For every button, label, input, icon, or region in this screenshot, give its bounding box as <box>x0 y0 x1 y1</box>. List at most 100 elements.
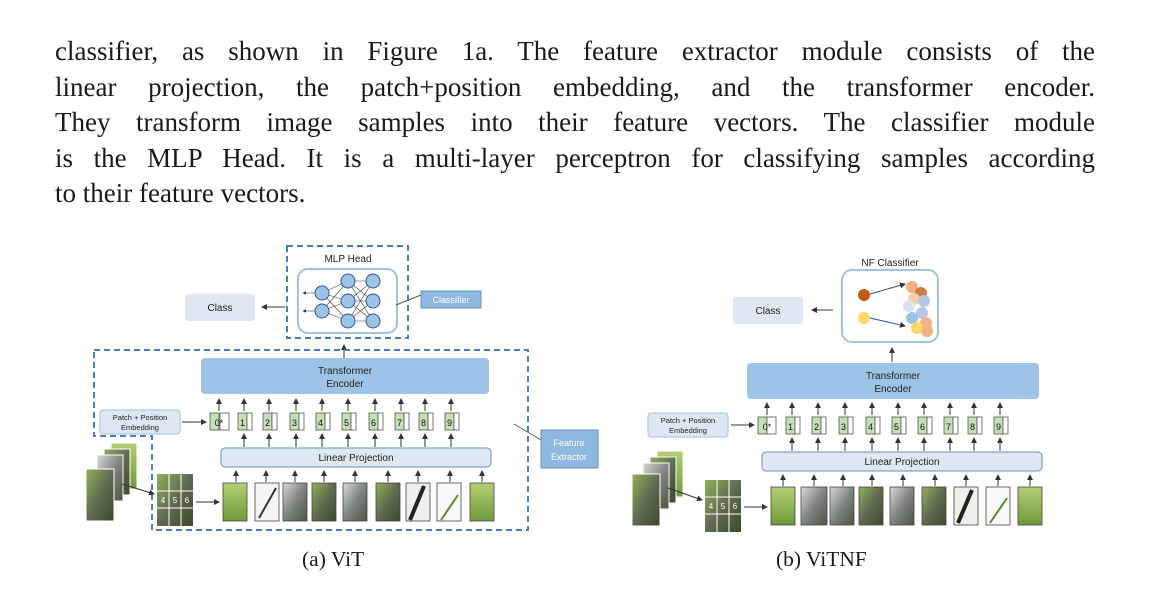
token-label: 4 <box>318 418 323 428</box>
paragraph-line: They transform image samples into their … <box>55 107 1095 137</box>
token-4: 4 <box>315 412 331 431</box>
transformer-encoder-box <box>747 363 1039 399</box>
token-label: 5 <box>894 422 899 432</box>
token-label: 5 <box>344 418 349 428</box>
caption-vitnf: (b) ViTNF <box>776 547 867 571</box>
nf-points-icon <box>858 281 933 337</box>
token-label: 0* <box>215 418 224 428</box>
patch-row <box>780 474 1033 486</box>
class-label: Class <box>207 303 232 314</box>
patch-row <box>233 470 485 482</box>
feature-extractor-label-line1: Feature <box>553 438 584 448</box>
token-8: 8 <box>967 416 983 435</box>
paragraph-line: to their feature vectors. <box>55 178 306 208</box>
token-row: 0* 1 2 3 4 5 6 7 8 9 <box>209 412 460 431</box>
paragraph-line: classifier, as shown in Figure 1a. The f… <box>55 36 1095 66</box>
paragraph-line: linear projection, the patch+position em… <box>55 71 1095 102</box>
token-label: 6 <box>371 418 376 428</box>
token-label: 1 <box>788 422 793 432</box>
class-box <box>733 297 803 324</box>
token-5: 5 <box>891 416 907 435</box>
token-2: 2 <box>262 412 278 431</box>
class-box <box>185 294 255 321</box>
token-3: 3 <box>838 416 854 435</box>
token-0: 0* <box>757 416 777 435</box>
token-8: 8 <box>418 412 434 431</box>
body-paragraph: classifier, as shown in Figure 1a. The f… <box>55 34 1095 212</box>
embedding-box <box>99 409 181 435</box>
bird-image-stack <box>85 442 138 522</box>
embedding-box <box>647 412 729 438</box>
token-row: 0* 1 2 3 4 5 6 7 8 9 <box>757 416 1009 435</box>
token-6: 6 <box>917 416 933 435</box>
linear-projection-label: Linear Projection <box>318 453 393 464</box>
token-7: 7 <box>394 412 410 431</box>
grid-label: 5 <box>721 502 726 511</box>
feature-extractor-leader-line <box>513 423 542 441</box>
embedding-label-line1: Patch + Position <box>661 416 715 425</box>
token-label: 9 <box>447 418 452 428</box>
token-label: 8 <box>970 422 975 432</box>
feature-extractor-tag <box>540 429 599 469</box>
linear-projection-box <box>761 451 1043 472</box>
token-label: 9 <box>996 422 1001 432</box>
grid-label: 6 <box>733 502 738 511</box>
paragraph-line: is the MLP Head. It is a multi-layer per… <box>55 142 1095 173</box>
token-label: 4 <box>868 422 873 432</box>
token-0: 0* <box>209 412 230 431</box>
mlp-head-title: MLP Head <box>324 254 371 265</box>
patch-grid: 4 5 6 <box>705 480 741 532</box>
token-arrows-up <box>764 402 1003 451</box>
token-1: 1 <box>237 412 253 431</box>
nf-classifier-title: NF Classifier <box>861 258 919 269</box>
token-3: 3 <box>289 412 305 431</box>
token-7: 7 <box>943 416 959 435</box>
embedding-label-line1: Patch + Position <box>113 413 167 422</box>
embedding-label-line2: Embedding <box>669 426 707 435</box>
classifier-tag <box>420 290 482 309</box>
classifier-tag-label: Classifier <box>432 295 469 305</box>
token-label: 6 <box>920 422 925 432</box>
image-patches <box>222 482 495 522</box>
token-label: 7 <box>946 422 951 432</box>
token-label: 2 <box>814 422 819 432</box>
token-label: 3 <box>292 418 297 428</box>
token-6: 6 <box>368 412 384 431</box>
classifier-leader-line <box>395 294 422 306</box>
caption-vit: (a) ViT <box>302 547 365 571</box>
token-label: 8 <box>421 418 426 428</box>
token-label: 7 <box>397 418 402 428</box>
patch-grid: 4 5 6 <box>157 474 193 526</box>
feature-extractor-label-line2: Extractor <box>551 452 587 462</box>
token-label: 1 <box>240 418 245 428</box>
grid-label: 6 <box>185 496 190 505</box>
grid-label: 5 <box>173 496 178 505</box>
transformer-label-line1: Transformer <box>318 366 373 377</box>
feature-extractor-dashed-frame <box>93 349 529 531</box>
grid-label: 4 <box>161 496 166 505</box>
bird-image-stack <box>631 450 684 527</box>
linear-projection-box <box>220 447 492 468</box>
token-9: 9 <box>444 412 460 431</box>
image-to-grid-arrow <box>667 487 703 502</box>
image-patches <box>770 486 1043 526</box>
token-label: 3 <box>841 422 846 432</box>
grid-label: 4 <box>709 502 714 511</box>
class-label: Class <box>755 306 780 317</box>
token-9: 9 <box>993 416 1009 435</box>
token-label: 2 <box>265 418 270 428</box>
token-2: 2 <box>811 416 827 435</box>
linear-projection-label: Linear Projection <box>864 457 939 468</box>
token-arrows-up <box>216 398 454 447</box>
embedding-label-line2: Embedding <box>121 423 159 432</box>
token-label: 0* <box>763 422 772 432</box>
token-4: 4 <box>865 416 881 435</box>
token-1: 1 <box>785 416 801 435</box>
token-5: 5 <box>341 412 357 431</box>
transformer-label-line1: Transformer <box>866 371 921 382</box>
image-to-grid-arrow <box>121 483 155 496</box>
transformer-label-line2: Encoder <box>326 379 364 390</box>
transformer-label-line2: Encoder <box>874 384 912 395</box>
transformer-encoder-box <box>201 358 489 394</box>
